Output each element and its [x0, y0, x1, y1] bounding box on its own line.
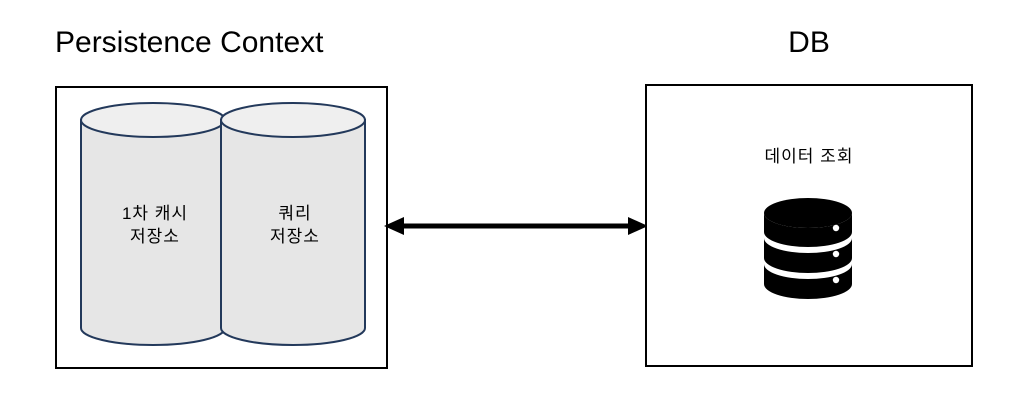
arrow-svg — [384, 217, 648, 235]
arrow-head-left — [384, 217, 404, 235]
first-level-cache-label: 1차 캐시 저장소 — [121, 204, 189, 246]
persistence-context-title: Persistence Context — [55, 26, 324, 59]
db-title: DB — [788, 26, 830, 59]
data-query-label: 데이터 조회 — [764, 147, 854, 166]
persistence-context-box: 1차 캐시 저장소 쿼리 저장소 — [55, 86, 388, 369]
arrow-head-right — [628, 217, 648, 235]
database-icon-svg — [764, 198, 852, 299]
query-store-label: 쿼리 저장소 — [270, 204, 320, 246]
cylinder-first-level-cache — [80, 102, 226, 346]
cylinder-group — [57, 88, 390, 371]
cylinders-svg — [80, 102, 366, 346]
bidirectional-arrow — [384, 206, 648, 246]
database-icon — [760, 196, 856, 304]
cylinder-query-store — [220, 102, 366, 346]
